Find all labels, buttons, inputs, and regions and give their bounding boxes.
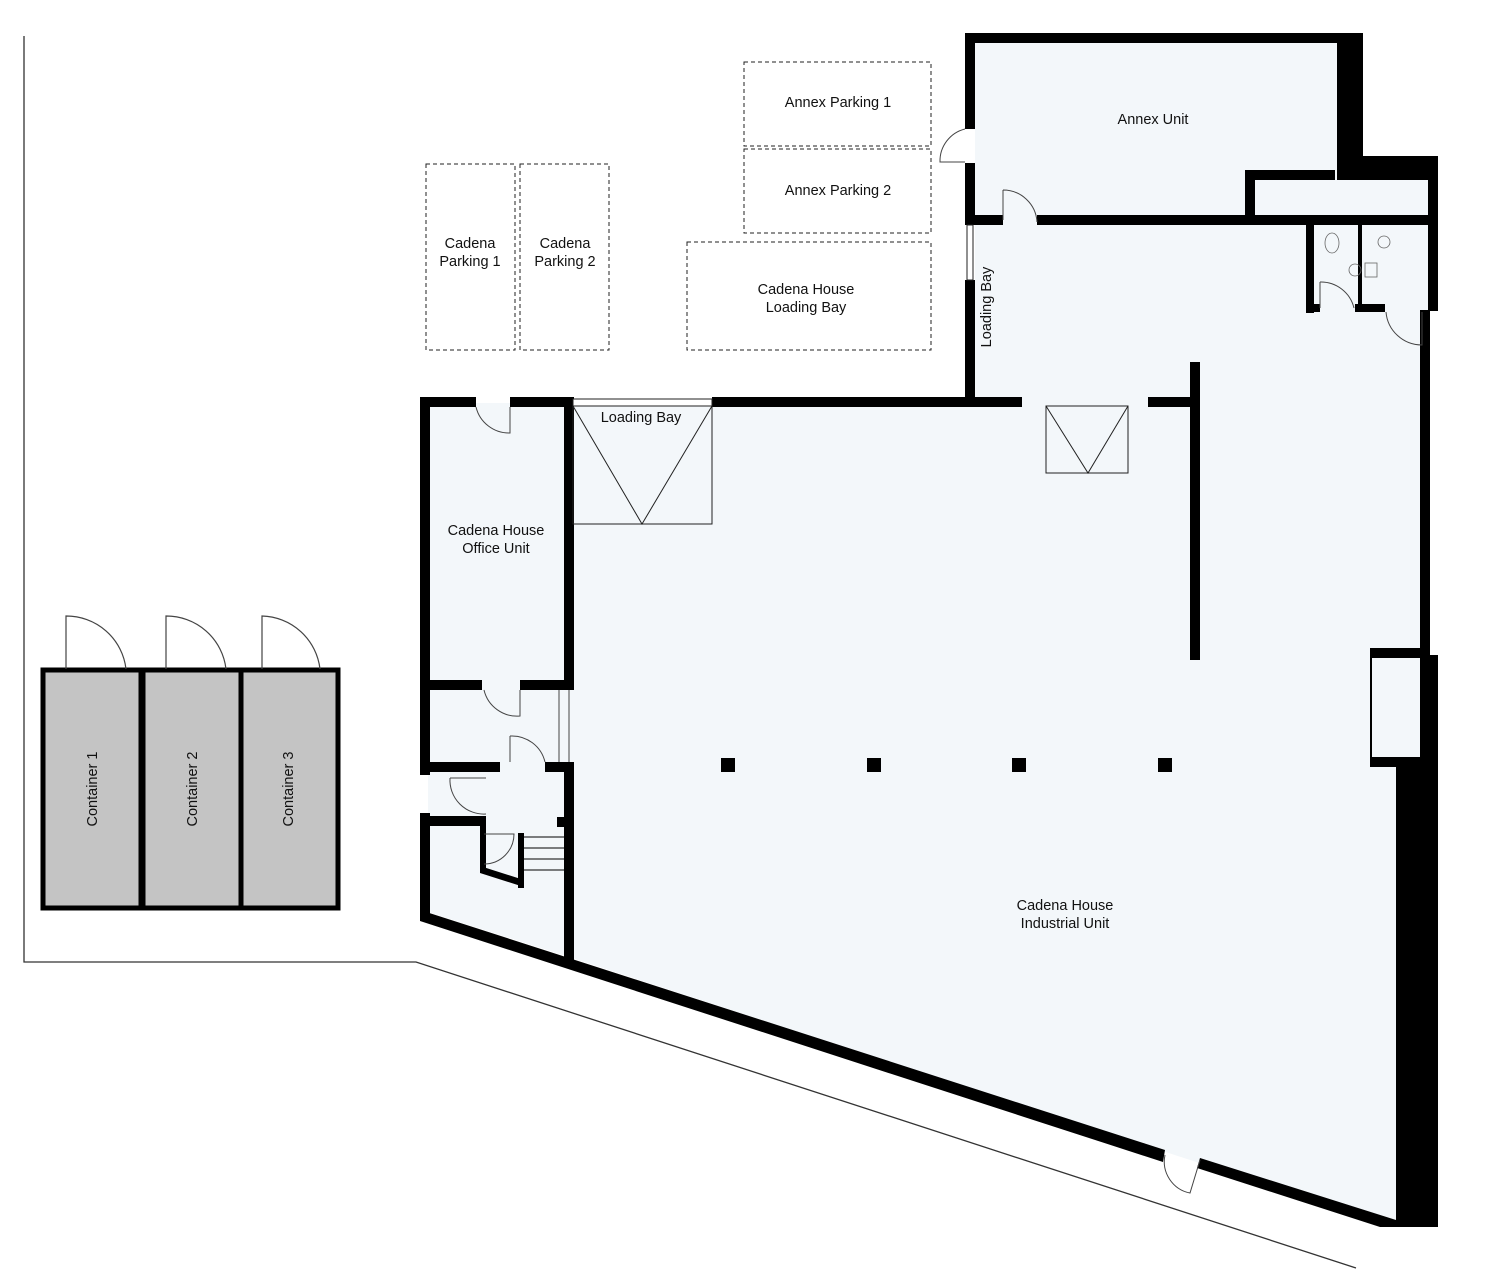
label-cadena-parking-1-line2: Parking 1 xyxy=(439,254,500,270)
container-2[interactable] xyxy=(140,667,244,911)
site-boundary xyxy=(23,36,1357,1269)
label-industrial-unit-line2: Industrial Unit xyxy=(1021,916,1110,932)
label-container-3: Container 3 xyxy=(281,752,297,827)
label-cadena-loading-bay-line2: Loading Bay xyxy=(766,300,847,316)
label-cadena-parking-1: Cadena xyxy=(445,236,497,252)
label-container-1: Container 1 xyxy=(85,752,101,827)
south-wall xyxy=(420,910,1165,1162)
parking-annex-1[interactable] xyxy=(743,61,932,147)
container-3[interactable] xyxy=(238,667,341,911)
parking-annex-2[interactable] xyxy=(743,148,932,234)
label-container-2: Container 2 xyxy=(185,752,201,827)
parking-cadena-1[interactable] xyxy=(425,163,516,351)
door-annex-west[interactable] xyxy=(939,128,966,163)
label-office-unit: Cadena House xyxy=(448,523,545,539)
label-office-unit-line2: Office Unit xyxy=(462,541,529,557)
door-industrial-south[interactable] xyxy=(1163,1154,1201,1194)
containers xyxy=(40,615,341,911)
label-annex-parking-1: Annex Parking 1 xyxy=(785,95,891,111)
container-1[interactable] xyxy=(40,667,144,911)
label-annex-parking-2: Annex Parking 2 xyxy=(785,183,891,199)
label-loading-bay: Loading Bay xyxy=(601,410,682,426)
loading-bay-door-north[interactable] xyxy=(1045,405,1129,474)
parking-cadena-2[interactable] xyxy=(519,163,610,351)
label-annex-unit: Annex Unit xyxy=(1118,112,1189,128)
label-annex-loading-bay: Loading Bay xyxy=(979,266,995,347)
label-industrial-unit: Cadena House xyxy=(1017,898,1114,914)
door-office-north[interactable] xyxy=(475,406,511,434)
annex-side-floor xyxy=(1255,180,1430,215)
parking-cadena-loading-bay[interactable] xyxy=(686,241,932,351)
label-cadena-parking-2: Cadena xyxy=(540,236,592,252)
label-cadena-loading-bay: Cadena House xyxy=(758,282,855,298)
door-annex-inner[interactable] xyxy=(1002,189,1038,223)
industrial-unit-floor[interactable] xyxy=(428,221,1430,1222)
label-cadena-parking-2-line2: Parking 2 xyxy=(534,254,595,270)
